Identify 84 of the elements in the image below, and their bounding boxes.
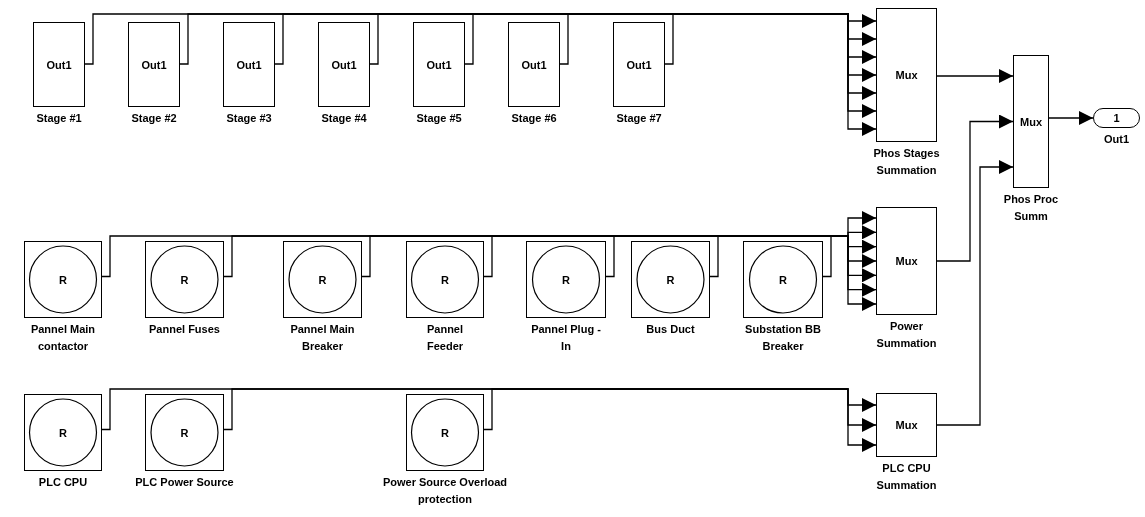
- relay-block: [24, 241, 102, 318]
- relay-block: [406, 241, 484, 318]
- block-name: PLC CPU Summation: [875, 461, 938, 493]
- block-name: Out1: [1102, 132, 1131, 147]
- subsystem-block: [33, 22, 85, 107]
- mux-block: [876, 207, 937, 315]
- signal-line: [936, 69, 1014, 83]
- block-name: Power Source Overload protection: [381, 475, 509, 507]
- block-text: R: [318, 273, 327, 286]
- signal-line: [664, 13, 877, 136]
- signal-line: [223, 225, 877, 278]
- signal-line: [101, 211, 877, 278]
- block-text: R: [562, 273, 570, 286]
- subsystem-block: [318, 22, 370, 107]
- block-name: Phos Stages Summation: [872, 146, 941, 178]
- block-text: 1: [1113, 112, 1120, 124]
- block-name: Power Summation: [875, 319, 938, 351]
- relay-block: [526, 241, 606, 318]
- block-text: Mux: [895, 69, 918, 81]
- block-name: Stage #7: [615, 111, 663, 126]
- signal-line: [605, 235, 877, 283]
- signal-line: [101, 388, 877, 431]
- block-name: Stage #3: [225, 111, 273, 126]
- block-text: R: [441, 426, 449, 439]
- signal-line: [709, 235, 877, 297]
- signal-line: [223, 388, 877, 432]
- mux-block: [876, 393, 937, 457]
- subsystem-block: [128, 22, 180, 107]
- block-name: Stage #6: [510, 111, 558, 126]
- block-text: Out1: [626, 58, 652, 71]
- relay-block: [406, 394, 484, 471]
- signal-line: [936, 114, 1014, 262]
- block-name: Stage #2: [130, 111, 178, 126]
- relay-block: [631, 241, 710, 318]
- signal-line: [361, 235, 877, 278]
- block-text: Out1: [236, 58, 262, 71]
- mux-block: [1013, 55, 1049, 188]
- block-text: R: [59, 426, 67, 439]
- block-name: Stage #4: [320, 111, 368, 126]
- block-text: R: [666, 273, 675, 286]
- block-name: Pannel Main contactor: [29, 322, 97, 354]
- mux-block: [876, 8, 937, 142]
- block-text: R: [180, 426, 189, 439]
- signal-line: [464, 13, 877, 100]
- block-name: Substation BB Breaker: [744, 322, 822, 354]
- subsystem-block: [508, 22, 560, 107]
- block-name: Pannel Plug -In: [531, 322, 601, 354]
- signal-line: [1048, 111, 1094, 125]
- signal-line: [559, 13, 877, 118]
- block-text: Mux: [1020, 115, 1042, 128]
- signal-line: [822, 235, 877, 311]
- block-text: Out1: [46, 58, 72, 71]
- block-name: Pannel Feeder: [425, 322, 465, 354]
- block-name: Pannel Fuses: [148, 322, 221, 337]
- block-text: R: [779, 273, 787, 286]
- signal-line: [936, 160, 1014, 426]
- block-name: Bus Duct: [645, 322, 696, 337]
- signal-line: [483, 235, 877, 278]
- signal-line: [369, 13, 877, 82]
- relay-block: [145, 394, 224, 471]
- block-name: PLC Power Source: [134, 475, 235, 490]
- relay-block: [743, 241, 823, 318]
- block-text: R: [180, 273, 189, 286]
- block-name: Stage #5: [415, 111, 463, 126]
- signal-line: [483, 388, 877, 452]
- block-text: Out1: [521, 58, 547, 71]
- block-name: Stage #1: [35, 111, 83, 126]
- block-text: Mux: [895, 255, 918, 267]
- subsystem-block: [223, 22, 275, 107]
- block-text: R: [59, 273, 67, 286]
- relay-block: [283, 241, 362, 318]
- block-text: Out1: [331, 58, 357, 71]
- relay-block: [24, 394, 102, 471]
- block-text: Out1: [141, 58, 167, 71]
- block-name: Pannel Main Breaker: [289, 322, 356, 354]
- block-text: Mux: [895, 419, 918, 431]
- subsystem-block: [613, 22, 665, 107]
- relay-block: [145, 241, 224, 318]
- subsystem-block: [413, 22, 465, 107]
- block-text: R: [441, 273, 449, 286]
- output-port: [1093, 108, 1140, 128]
- block-name: PLC CPU: [37, 475, 89, 490]
- block-name: Phos Proc Summ: [1002, 192, 1060, 224]
- block-text: Out1: [426, 58, 452, 71]
